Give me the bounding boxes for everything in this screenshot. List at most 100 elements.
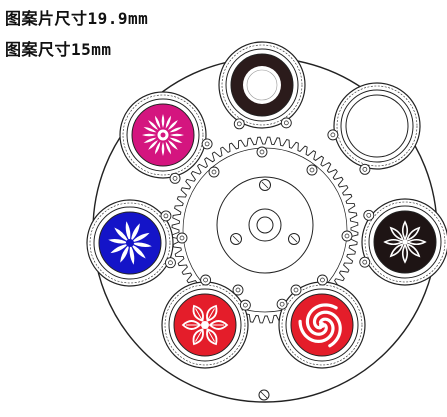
slot-lug-hole-1 bbox=[204, 141, 210, 147]
gobo-petals-red-petal-1 bbox=[208, 320, 229, 330]
gobo-star-blue-ray-2 bbox=[131, 244, 146, 259]
slot-lug-hole-1 bbox=[163, 213, 169, 219]
gobo-flower-dark-petal-8 bbox=[405, 226, 421, 242]
ring-screw-hole-4 bbox=[179, 235, 185, 241]
ring-screw-3 bbox=[306, 164, 318, 176]
gobo-flower-dark-petal-7 bbox=[401, 220, 409, 241]
gobo-daisy-magenta-petal-2 bbox=[169, 137, 183, 144]
slot-holder-knurl bbox=[336, 85, 418, 167]
gobo-star-blue-ray-6 bbox=[108, 238, 129, 244]
gobo-daisy-magenta-petal-8 bbox=[143, 137, 157, 144]
gobo-open-ring-ring-hole bbox=[243, 66, 281, 104]
gobo-petals-red-petal-6 bbox=[206, 304, 218, 322]
slot-lug-1 bbox=[359, 163, 371, 175]
gobo-daisy-magenta-petal-15 bbox=[167, 120, 178, 131]
gobo-petals-red-petal-5 bbox=[192, 304, 204, 322]
gobo-daisy-magenta-center-dot bbox=[160, 132, 166, 138]
ring-screw-hole-2 bbox=[211, 169, 217, 175]
slot-holder-knurl bbox=[364, 201, 446, 283]
gobo-daisy-magenta-petal-9 bbox=[142, 133, 156, 137]
slot-holder-inner bbox=[126, 98, 200, 172]
gobo-daisy-magenta-petal-13 bbox=[161, 114, 165, 128]
gobo-flower-dark-petal-6 bbox=[389, 226, 405, 242]
gobo-petals-red-petal-4 bbox=[181, 320, 202, 330]
gobo-slot-petals-red bbox=[161, 274, 251, 369]
gobo-daisy-magenta-petal-14 bbox=[165, 115, 172, 129]
slot-lug-hole-1 bbox=[362, 259, 368, 265]
ring-screw-5 bbox=[341, 230, 353, 242]
pattern-size-caption: 图案片尺寸19.9mm bbox=[5, 9, 149, 28]
ring-screw-hole-1 bbox=[259, 149, 265, 155]
gobo-flower-dark-petal-2 bbox=[405, 242, 421, 258]
slot-lug-2 bbox=[316, 274, 328, 286]
gobo-petals-red-center bbox=[201, 321, 209, 329]
slot-holder-inner bbox=[225, 48, 299, 122]
ring-screw-7 bbox=[290, 284, 302, 296]
slot-lug-hole-1 bbox=[279, 301, 285, 307]
gobo-slot-star-blue bbox=[86, 199, 176, 287]
gobo-disk bbox=[345, 94, 409, 158]
gobo-star-blue-ray-4 bbox=[120, 244, 130, 263]
gobo-flower-dark-petal-4 bbox=[389, 242, 405, 258]
slot-lug-2 bbox=[164, 257, 176, 269]
slot-holder-inner bbox=[168, 288, 242, 362]
slot-lug-hole-2 bbox=[172, 176, 178, 181]
slot-lug-hole-1 bbox=[362, 166, 368, 172]
gobo-petals-red-petal-2 bbox=[206, 328, 218, 346]
image-size-caption: 图案尺寸15mm bbox=[5, 40, 112, 59]
slot-lug-hole-2 bbox=[243, 302, 248, 308]
gobo-flower-dark-center bbox=[402, 239, 408, 245]
gobo-daisy-magenta-petal-11 bbox=[148, 120, 159, 131]
index-screw-slot bbox=[260, 391, 268, 399]
ring-screw-4 bbox=[176, 232, 188, 244]
gobo-spiral-red-arm-2 bbox=[312, 310, 342, 348]
slot-lug-1 bbox=[201, 138, 213, 150]
slot-lug-hole-2 bbox=[168, 260, 173, 266]
slot-lug-2 bbox=[363, 209, 375, 221]
ring-screw-hole-6 bbox=[235, 287, 241, 293]
gobo-petals-red-vein-2 bbox=[207, 329, 215, 342]
gobo-star-blue-center bbox=[126, 239, 134, 247]
gobo-star-blue-ray-7 bbox=[114, 227, 129, 242]
slot-lug-hole-2 bbox=[236, 121, 242, 127]
gobo-slot-open-ring bbox=[218, 41, 306, 130]
gobo-spiral-red-center bbox=[319, 322, 325, 328]
slot-holder-knurl bbox=[89, 202, 171, 284]
slot-holder-inner bbox=[340, 89, 414, 163]
slot-holder-inner bbox=[368, 205, 442, 279]
gobo-flower-dark-petal-3 bbox=[401, 243, 409, 264]
gobo-petals-red-vein-5 bbox=[195, 308, 203, 321]
gobo-spiral-red-arm-3 bbox=[298, 317, 335, 344]
gobo-star-blue-ray-10 bbox=[131, 232, 150, 243]
hub-screw-1 bbox=[259, 179, 271, 191]
gobo-spiral-red-arm-1 bbox=[305, 303, 338, 336]
gobo-daisy-magenta-petal-10 bbox=[143, 126, 157, 133]
gobo-daisy-magenta-petal-12 bbox=[154, 115, 161, 129]
ring-screw-6 bbox=[232, 284, 244, 296]
slot-holder-inner bbox=[93, 206, 167, 280]
gobo-daisy-magenta-petal-3 bbox=[167, 139, 178, 150]
hub-screw-3 bbox=[288, 233, 300, 245]
gobo-star-blue-ray-3 bbox=[129, 244, 135, 265]
slot-lug-hole-1 bbox=[283, 120, 289, 126]
slot-lug-2 bbox=[169, 172, 181, 184]
slot-holder-knurl bbox=[221, 44, 303, 126]
hub-screw-2 bbox=[230, 233, 242, 245]
slot-lug-1 bbox=[200, 274, 212, 286]
slot-lug-2 bbox=[327, 129, 339, 141]
gobo-star-blue-ray-5 bbox=[110, 243, 129, 254]
gobo-petals-red-petal-3 bbox=[192, 328, 204, 346]
slot-lug-2 bbox=[239, 299, 251, 311]
hub-plate bbox=[216, 176, 314, 274]
slot-lug-1 bbox=[280, 117, 292, 129]
gobo-slot-daisy-magenta bbox=[119, 91, 213, 184]
gobo-daisy-magenta-petal-6 bbox=[154, 141, 161, 155]
ring-screw-hole-7 bbox=[293, 287, 299, 293]
ring-screw-1 bbox=[256, 146, 268, 158]
gobo-petals-red-vein-6 bbox=[207, 308, 215, 321]
slot-lug-2 bbox=[233, 118, 245, 130]
hub-center-hole bbox=[256, 216, 274, 234]
slot-holder-knurl bbox=[164, 284, 246, 366]
